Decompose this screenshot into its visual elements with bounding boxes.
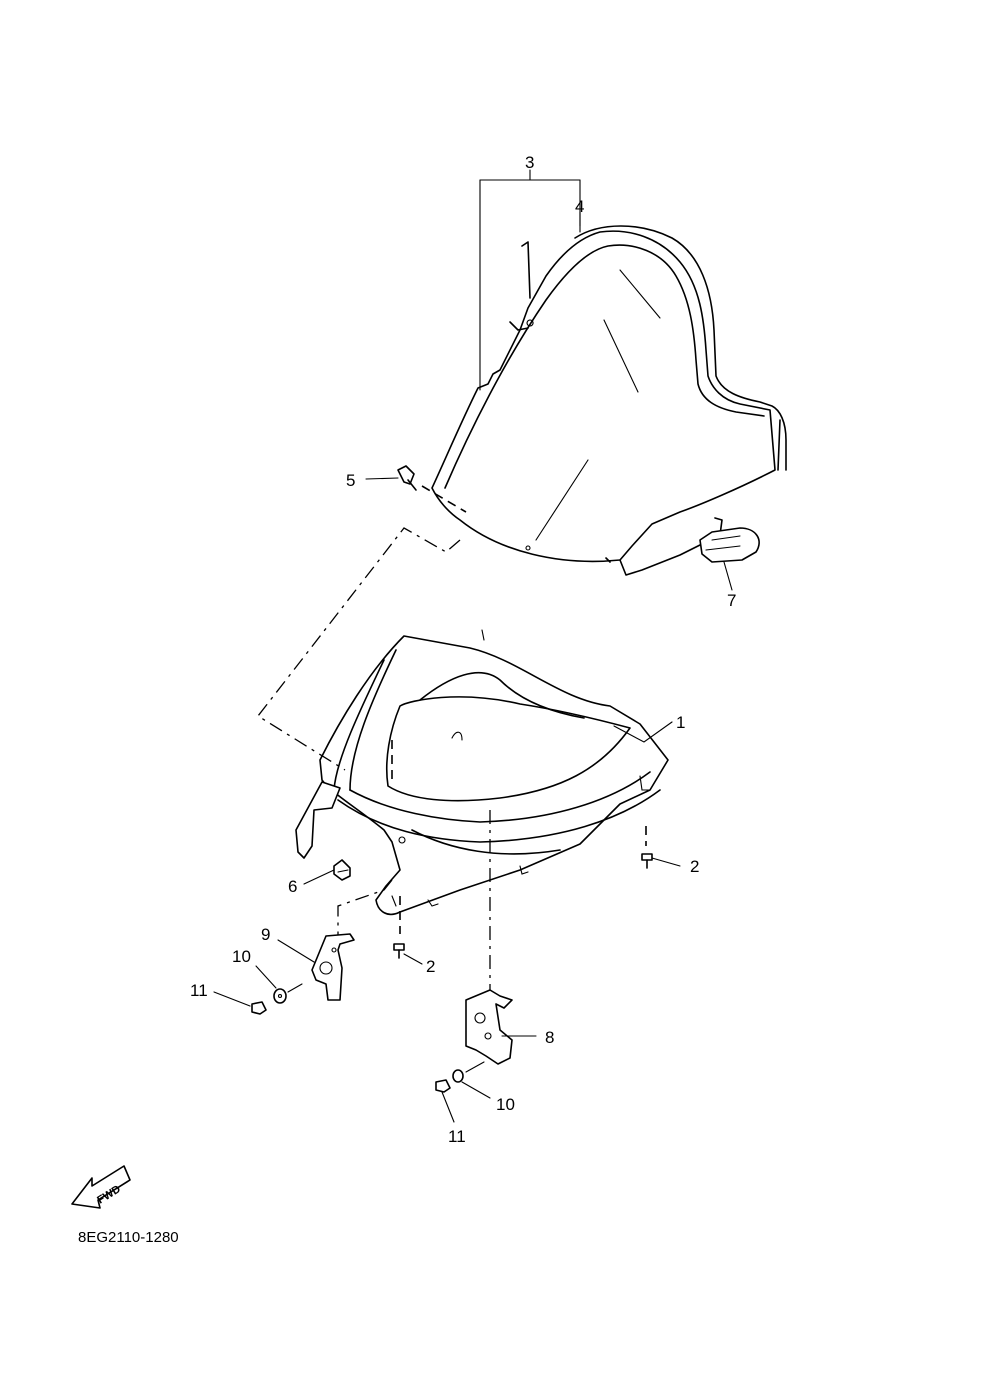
callout-11b: 11	[448, 1127, 466, 1146]
leader-2b	[403, 953, 423, 965]
screw-5	[397, 465, 417, 491]
callout-6: 6	[288, 877, 297, 896]
callout-5: 5	[346, 471, 355, 490]
callout-7: 7	[727, 591, 736, 610]
callout-4: 4	[575, 197, 584, 216]
nut-11-right	[435, 1079, 451, 1093]
drawing-code: 8EG2110-1280	[78, 1229, 179, 1246]
leader-9	[277, 939, 315, 963]
leader-11b	[441, 1091, 455, 1123]
bracket-8	[465, 989, 513, 1065]
dash-10a	[287, 983, 303, 993]
leader-6	[303, 869, 335, 885]
callout-9: 9	[261, 925, 270, 944]
leader-10b	[461, 1081, 491, 1099]
leader-11a	[213, 991, 251, 1007]
leader-1	[613, 721, 673, 743]
leader-5	[365, 477, 399, 480]
callout-2a: 2	[690, 857, 699, 876]
upper-cowling	[295, 629, 669, 916]
callout-2b: 2	[426, 957, 435, 976]
dash-5	[421, 485, 467, 513]
dash-10b	[465, 1061, 485, 1073]
callout-3-bracket	[479, 169, 581, 391]
fwd-arrow-icon: FWD	[71, 1165, 131, 1209]
callout-10b: 10	[496, 1095, 515, 1114]
bracket-9	[311, 933, 355, 1001]
alignment-line-a	[257, 527, 461, 771]
nut-11-left	[251, 1001, 267, 1015]
callout-8: 8	[545, 1028, 554, 1047]
leader-7	[723, 561, 733, 591]
leader-2a	[651, 857, 681, 867]
washer-10-left	[273, 988, 287, 1004]
callout-1: 1	[676, 713, 685, 732]
callout-10a: 10	[232, 947, 251, 966]
callout-3: 3	[525, 153, 534, 172]
alignment-line-c	[337, 879, 393, 936]
callout-11a: 11	[190, 981, 208, 1000]
leader-10a	[255, 965, 277, 989]
washer-10-right	[452, 1069, 464, 1083]
grommet-7	[699, 527, 760, 563]
windshield	[431, 225, 787, 576]
grommet-6	[333, 859, 351, 881]
screw-2-middle	[393, 943, 405, 959]
screw-2-right	[641, 853, 653, 869]
